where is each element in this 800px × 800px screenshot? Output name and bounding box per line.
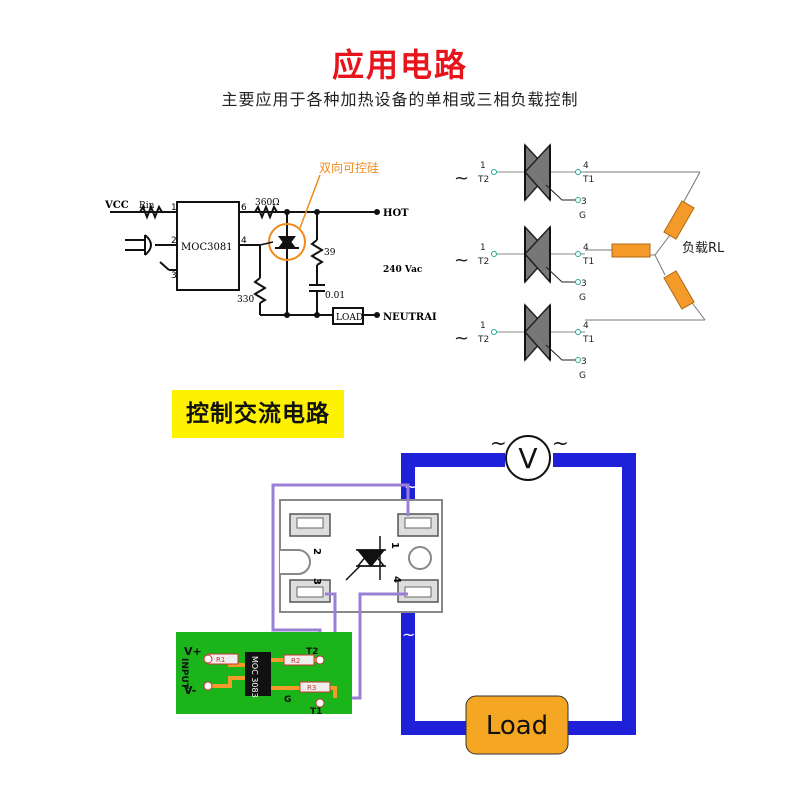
phase-t1-label: T1 [582,175,594,185]
phase-g-label: G [579,211,586,221]
phase-pin-3: 3 [581,357,587,367]
pcb-input-label: INPUT [179,658,189,690]
neutral-label: NEUTRAI [383,312,437,323]
phase-pin-4: 4 [583,243,589,253]
chip-label: MOC3081 [181,242,233,253]
phase-pin-1: 1 [480,321,486,331]
tilde-left: ~ [490,431,507,455]
tilde-right: ~ [552,431,569,455]
load-rl-label: 负载RL [682,241,725,256]
ssr-pin-1: 1 [389,542,400,549]
pcb-t1-label: T1 [310,707,322,717]
phase-t2-label: T2 [477,335,489,345]
ssr-ac-circuit: V ~ ~ ~ ~ Load 2 1 3 4 [176,431,636,755]
load-resistor-3 [663,270,695,310]
ssr-pin-2: 2 [311,548,322,555]
phase-pin-3: 3 [581,279,587,289]
pcb-chip [245,652,271,696]
pcb-r3-label: R3 [307,684,316,692]
phase-g-label: G [579,371,586,380]
load-resistor-1 [663,200,695,240]
phase-t1-label: T1 [582,257,594,267]
phase-tilde: ~ [454,168,469,189]
triac-highlight-circle [268,223,306,261]
phase-pin-1: 1 [480,243,486,253]
load-label-small: LOAD [336,313,363,323]
load-resistor-2 [611,243,651,258]
vcc-label: VCC [104,200,129,211]
phase-tilde: ~ [454,328,469,349]
phase-t2-label: T2 [477,257,489,267]
r360-label: 360Ω [255,198,280,208]
chip-pin-4: 4 [241,236,247,246]
hot-label: HOT [383,208,409,219]
chip-pin-3: 3 [171,271,177,281]
phase-pin-3: 3 [581,197,587,207]
chip-pin-1: 1 [171,203,177,213]
chip-pin-6: 6 [241,203,247,213]
phase-triac-row-3: ~1T2 4T1 3G [454,303,594,380]
page-title: 应用电路 [331,46,468,84]
page-subtitle: 主要应用于各种加热设备的单相或三相负载控制 [221,90,579,109]
phase-pin-4: 4 [583,321,589,331]
section-label: 控制交流电路 [172,390,344,438]
pcb-g-label: G [284,695,291,705]
pcb-vminus-label: V- [184,684,196,697]
phase-t1-label: T1 [582,335,594,345]
load-label: Load [486,711,548,741]
phase-t2-label: T2 [477,175,489,185]
pcb-chip-label: MOC 3083 [250,656,259,698]
ssr-pin-4: 4 [391,576,402,583]
moc3081-schematic: 双向可控硅 VCC Rin MOC3081 1 2 3 4 6 360Ω 39 … [104,160,437,325]
pcb-r2-label: R2 [291,657,300,665]
c001-label: 0.01 [325,291,345,301]
pcb-r1-label: R1 [216,656,225,664]
phase-triac-row-2: ~1T2 4T1 3G [454,225,594,303]
vac-label: 240 Vac [383,265,423,275]
tilde-wire-bottom: ~ [402,625,415,644]
chip-pin-2: 2 [171,236,177,246]
r39-label: 39 [324,248,336,258]
phase-pin-1: 1 [480,161,486,171]
triac-callout-label: 双向可控硅 [319,160,379,175]
r330-label: 330 [237,295,254,305]
phase-triac-row-1: ~1T2 4T1 3G [454,143,594,221]
voltmeter [505,435,551,481]
phase-tilde: ~ [454,250,469,271]
pcb-t2-label: T2 [306,647,318,657]
load-box [465,695,569,755]
pcb-vplus-label: V+ [184,645,202,658]
phase-pin-4: 4 [583,161,589,171]
voltmeter-label: V [518,442,537,475]
rin-label: Rin [139,201,155,211]
ssr-pin-3: 3 [311,578,322,585]
phase-g-label: G [579,293,586,303]
